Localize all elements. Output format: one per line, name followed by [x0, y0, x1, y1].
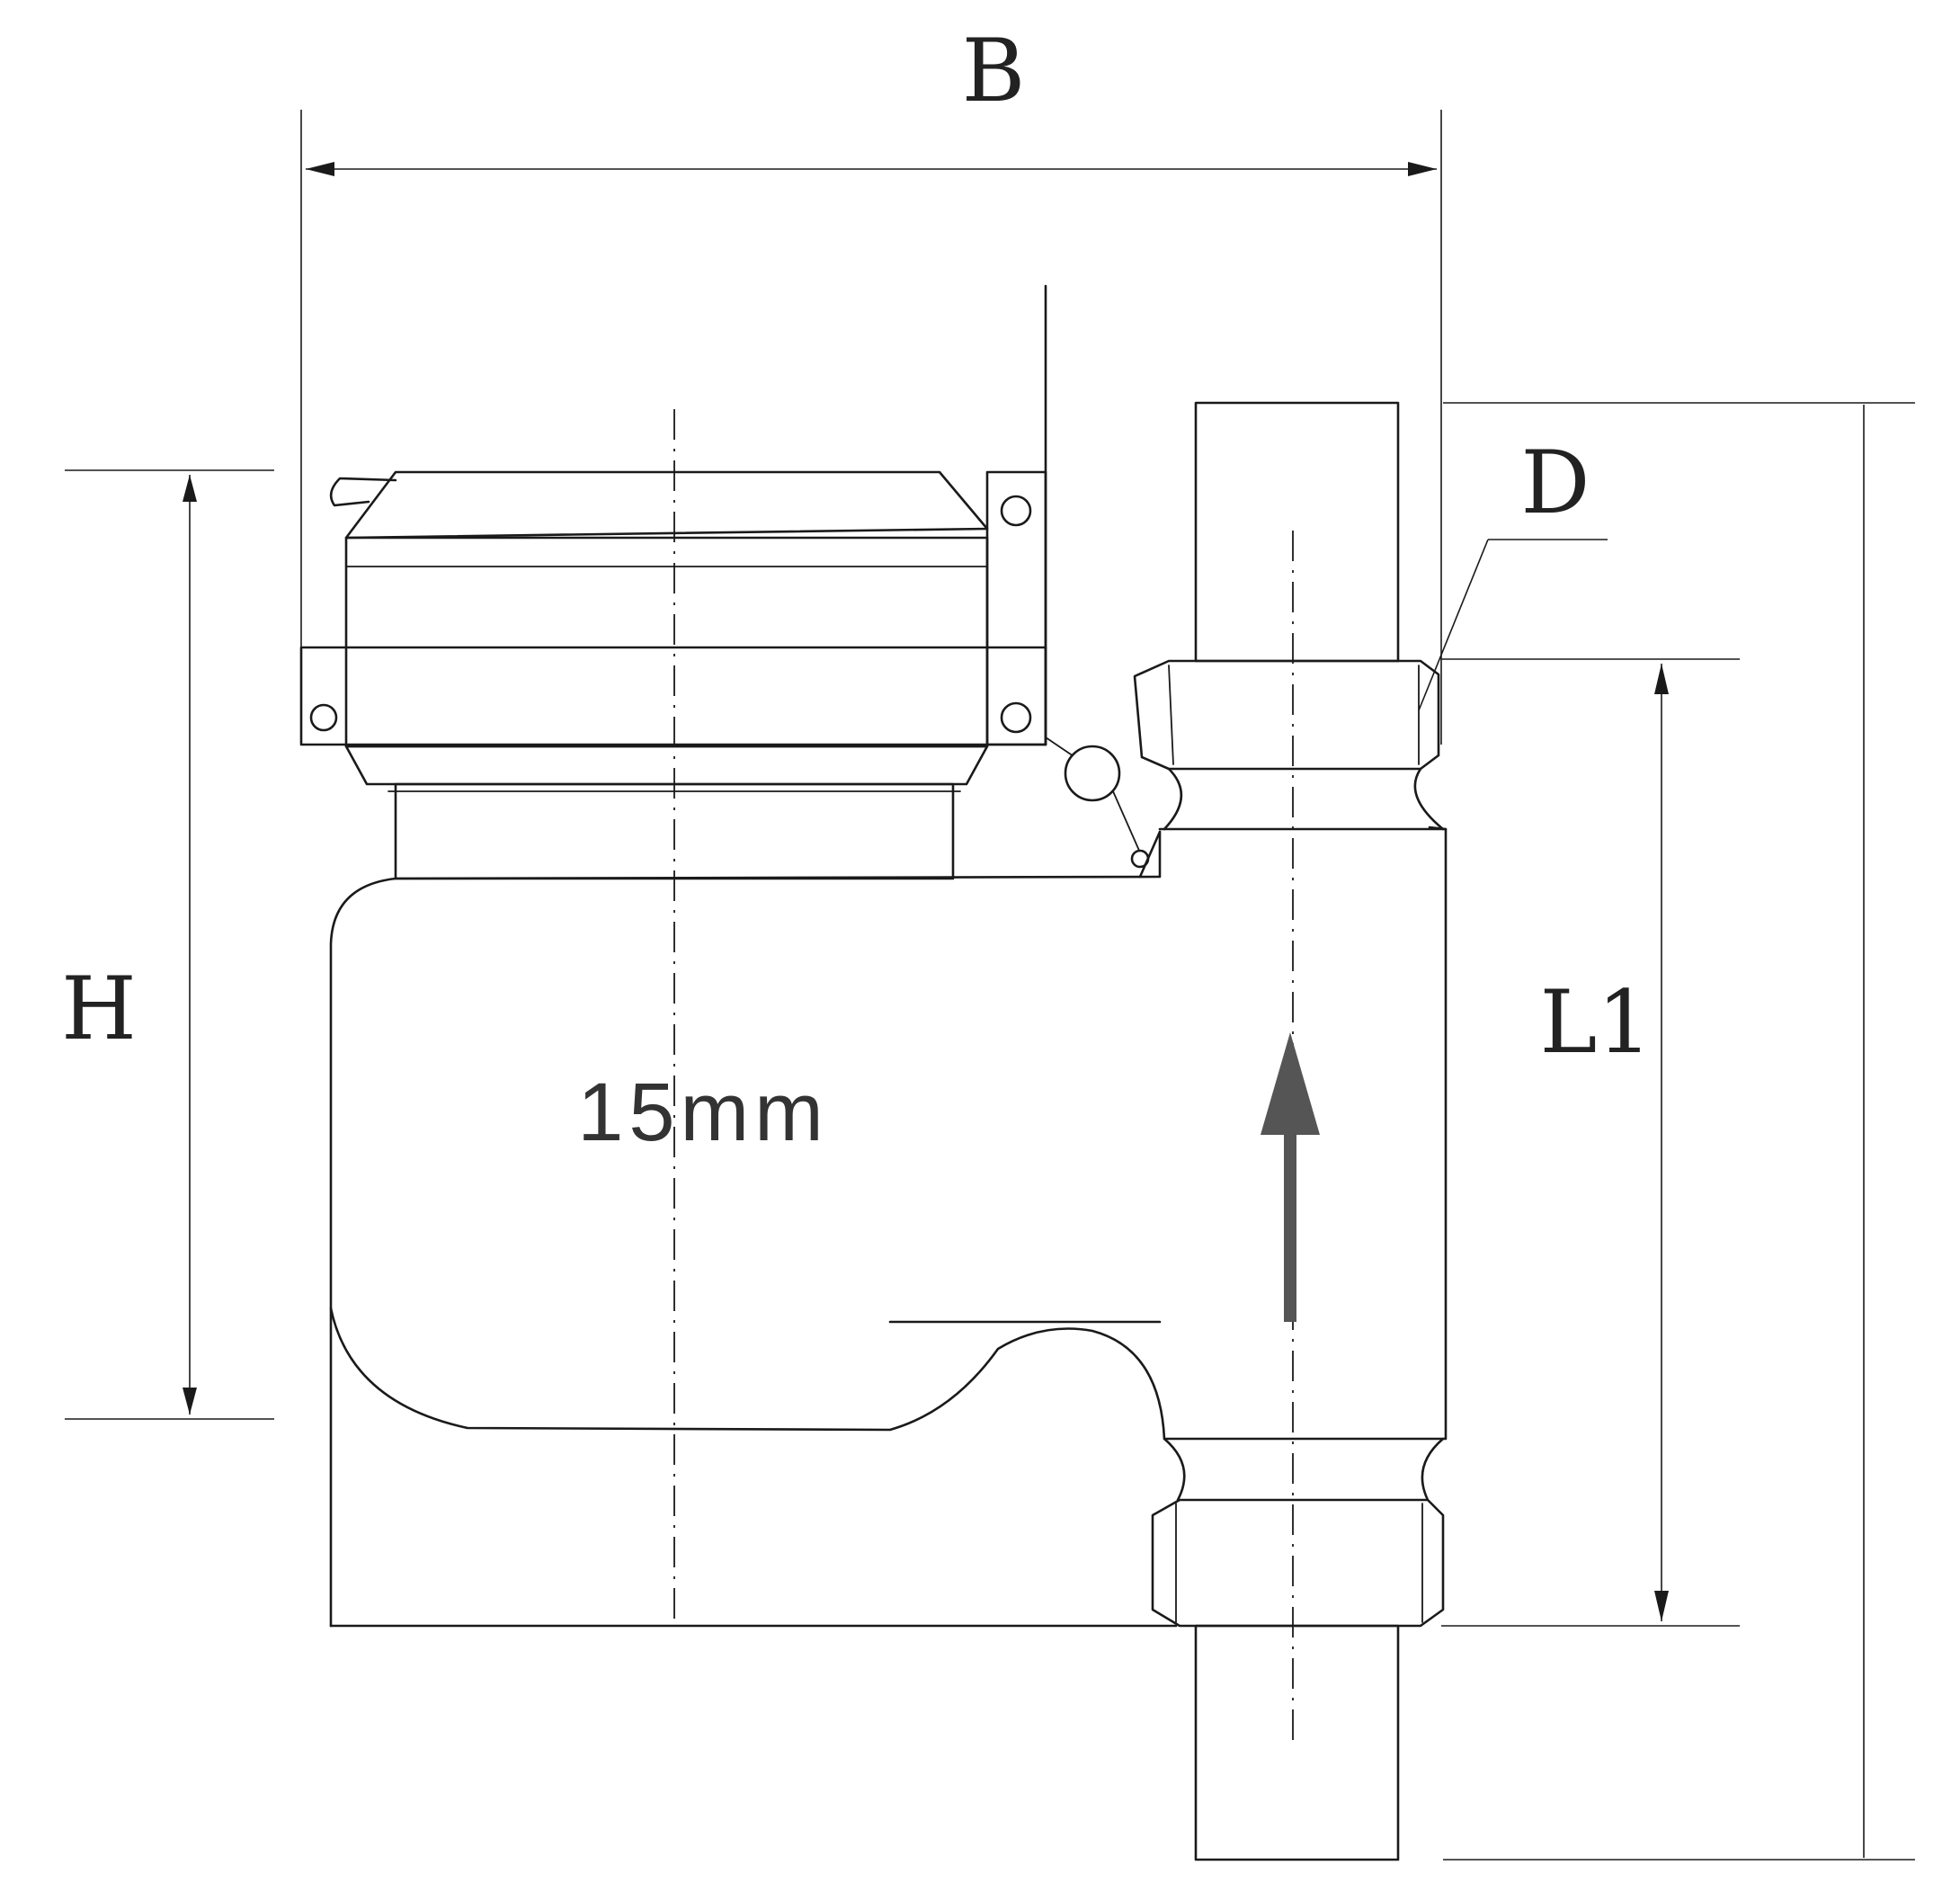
outlet-nut [1133, 659, 1440, 771]
meter-head [299, 284, 1047, 880]
screw-hole-icon [309, 703, 338, 732]
lid [344, 470, 989, 540]
inlet-collar-right [1421, 1437, 1445, 1502]
dimension-l1: L1 [1441, 658, 1740, 1627]
inlet-collar-left [1163, 1437, 1186, 1502]
outlet-fitting [1133, 401, 1445, 831]
label-b: B [962, 21, 1026, 121]
screw-hole-icon [1000, 701, 1032, 734]
outlet-collar-left [1163, 767, 1183, 831]
seal-wire [1112, 790, 1141, 853]
inlet-fitting [1151, 1437, 1445, 1861]
flow-arrow-head [1261, 1032, 1320, 1135]
size-label: 15mm [577, 1066, 829, 1158]
arrow-up-icon [1261, 1032, 1320, 1322]
screw-hole-icon [1000, 495, 1032, 527]
arrow-up-small-icon [1654, 664, 1669, 694]
label-d: D [1521, 433, 1590, 533]
arrow-up-small-icon [183, 475, 197, 502]
arrow-down-small-icon [1654, 1591, 1669, 1621]
label-h: H [61, 959, 137, 1059]
mounting-bracket [299, 646, 1047, 746]
dimension-b: B [300, 21, 1442, 745]
arrow-down-small-icon [183, 1388, 197, 1415]
inlet-pipe [1194, 1624, 1400, 1861]
outlet-collar-right [1413, 767, 1445, 831]
body-outline [329, 826, 1448, 1441]
nut-edge [1168, 665, 1174, 765]
arrow-left-icon [306, 162, 334, 176]
seal [1045, 736, 1150, 869]
body-shoulder [1138, 830, 1162, 879]
seal-ball-icon [1064, 745, 1121, 802]
meter-body [329, 826, 1448, 1628]
dimension-overall [1443, 402, 1915, 1861]
arrow-right-icon [1408, 162, 1437, 176]
inlet-nut [1151, 1498, 1445, 1628]
dimension-d: D [1418, 433, 1608, 711]
register-body [344, 536, 989, 748]
register-base [344, 745, 989, 786]
label-l1: L1 [1540, 972, 1653, 1073]
leader-line [1418, 539, 1489, 711]
outlet-pipe [1194, 401, 1400, 663]
lid-hinge [329, 477, 397, 507]
dimension-h: H [61, 469, 274, 1420]
